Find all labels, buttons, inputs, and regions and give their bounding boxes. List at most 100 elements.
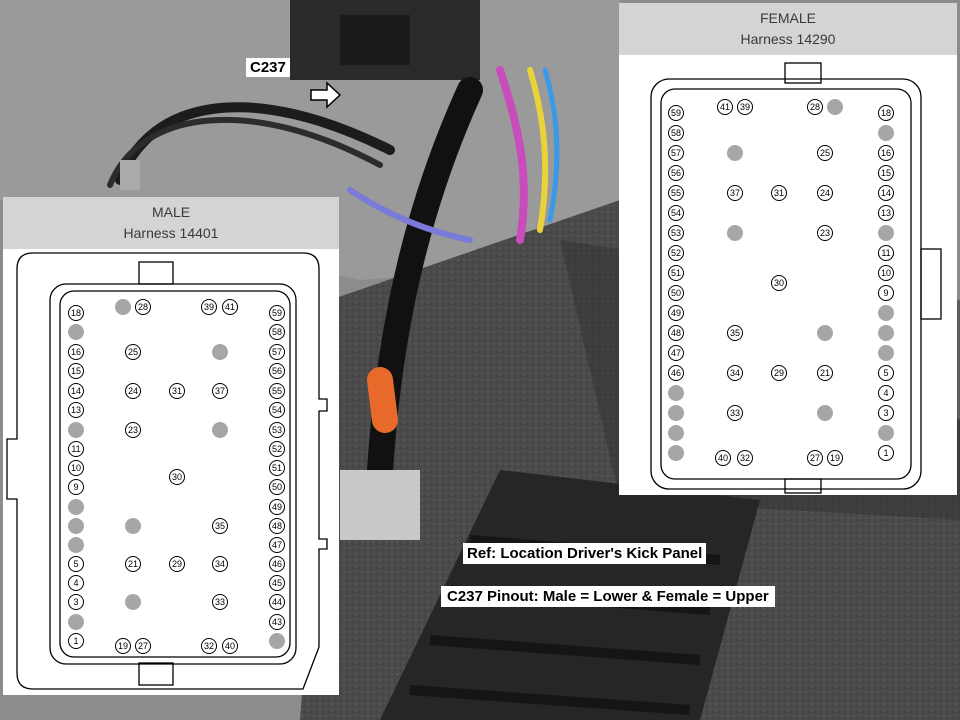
male-pin-label-54: 54 [272,405,282,415]
male-pin-label-30: 30 [172,472,182,482]
male-pin-label-26: 26 [118,302,128,312]
male-pin-46 [269,556,285,572]
wire-harness [107,66,560,483]
female-pin-42 [668,445,684,461]
female-pin-label-31: 31 [774,188,784,198]
male-pin-6 [68,537,84,553]
female-pin-label-17: 17 [881,128,891,138]
male-pin-label-44: 44 [272,597,282,607]
male-pin-37 [212,383,228,399]
male-pin-label-2: 2 [73,617,78,627]
male-pin-3 [68,594,84,610]
female-bottom-latch [784,478,822,494]
female-pin-53 [668,225,684,241]
female-pin-label-58: 58 [671,128,681,138]
female-pin-label-44: 44 [671,408,681,418]
male-pin-39 [201,299,217,315]
female-pin-label-12: 12 [881,228,891,238]
male-pin-label-33: 33 [215,597,225,607]
male-pin-56 [269,363,285,379]
female-pin-29 [771,365,787,381]
female-pin-label-28: 28 [810,102,820,112]
female-pin-35 [727,325,743,341]
male-pin-17 [68,324,84,340]
female-pin-32 [737,450,753,466]
male-pin-29 [169,556,185,572]
female-pin-41 [717,99,733,115]
male-pin-49 [269,499,285,515]
male-pin-1 [68,633,84,649]
female-pin-26 [827,99,843,115]
female-pin-label-35: 35 [730,328,740,338]
male-pin-label-49: 49 [272,502,282,512]
male-pin-45 [269,575,285,591]
male-pin-label-31: 31 [172,386,182,396]
connector-id-label: C237 [246,58,290,77]
male-pin-23 [125,422,141,438]
male-pin-57 [269,344,285,360]
male-pin-label-53: 53 [272,425,282,435]
female-pin-label-27: 27 [810,453,820,463]
male-pin-42 [269,633,285,649]
male-pin-43 [269,614,285,630]
female-pin-23 [817,225,833,241]
female-pin-22 [817,325,833,341]
female-pin-43 [668,425,684,441]
male-pin-22 [125,518,141,534]
male-panel-title: MALE [151,204,191,220]
male-pin-44 [269,594,285,610]
male-pin-label-39: 39 [204,302,214,312]
female-pin-19 [827,450,843,466]
female-pin-label-29: 29 [774,368,784,378]
male-pin-5 [68,556,84,572]
female-pin-label-24: 24 [820,188,830,198]
female-pin-label-26: 26 [830,102,840,112]
male-pin-label-19: 19 [118,641,128,651]
female-pin-label-48: 48 [671,328,681,338]
male-pin-40 [222,638,238,654]
female-pin-1 [878,445,894,461]
female-pin-label-36: 36 [730,228,740,238]
female-pin-label-11: 11 [881,248,890,258]
male-pin-label-8: 8 [73,502,78,512]
male-panel-header: MALE Harness 14401 [3,197,339,249]
male-pin-9 [68,479,84,495]
female-pin-label-4: 4 [883,388,888,398]
female-pin-8 [878,305,894,321]
male-pin-label-11: 11 [71,444,80,454]
female-pin-label-18: 18 [881,108,891,118]
female-pin-27 [807,450,823,466]
male-pin-label-24: 24 [128,386,138,396]
female-pin-label-16: 16 [881,148,891,158]
female-pin-28 [807,99,823,115]
male-pin-27 [135,638,151,654]
female-pin-37 [727,185,743,201]
female-pin-9 [878,285,894,301]
female-pin-label-15: 15 [881,168,891,178]
male-top-latch [138,261,174,285]
female-pin-label-22: 22 [820,328,830,338]
female-pin-33 [727,405,743,421]
female-pin-57 [668,145,684,161]
male-pin-16 [68,344,84,360]
female-pin-label-34: 34 [730,368,740,378]
female-pin-label-14: 14 [881,188,891,198]
female-pin-label-41: 41 [720,102,730,112]
male-pin-32 [201,638,217,654]
male-pin-label-52: 52 [272,444,282,454]
female-pin-label-5: 5 [883,368,888,378]
female-pin-36 [727,225,743,241]
male-housing-inner [59,290,291,658]
male-pin-label-57: 57 [272,347,282,357]
female-panel-header: FEMALE Harness 14290 [619,3,957,55]
female-pin-10 [878,265,894,281]
female-pin-7 [878,325,894,341]
female-pin-52 [668,245,684,261]
female-pin-label-40: 40 [718,453,728,463]
male-pin-label-38: 38 [215,347,225,357]
female-pin-label-51: 51 [671,268,681,278]
male-pin-label-16: 16 [71,347,81,357]
female-pin-13 [878,205,894,221]
female-panel-subtitle: Harness 14290 [740,31,836,47]
